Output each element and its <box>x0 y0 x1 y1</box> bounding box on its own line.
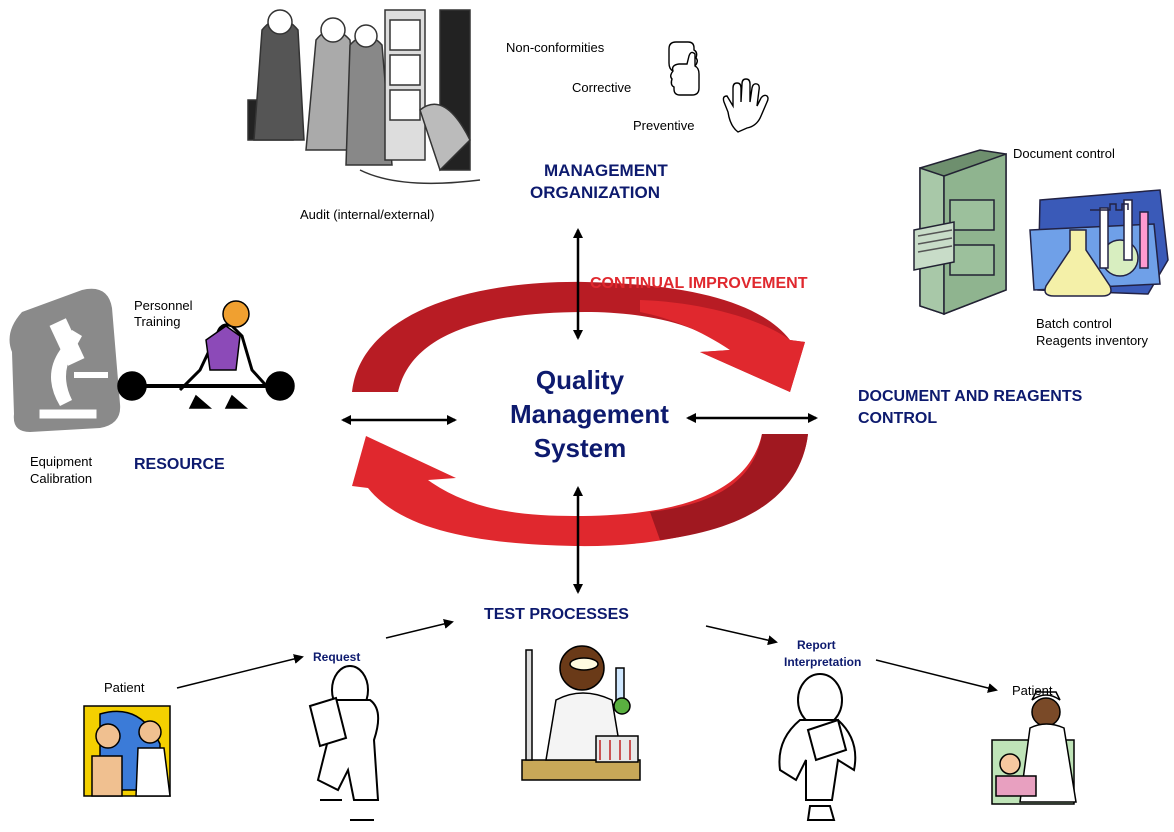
qms-title-line-3: System <box>533 433 627 463</box>
corrective-label: Corrective <box>572 80 632 95</box>
training-label: Training <box>134 314 181 329</box>
weightlifter-icon <box>117 300 295 409</box>
arrow-request-test <box>385 619 454 639</box>
microscope-icon <box>9 288 121 432</box>
patient-right-label: Patient <box>1012 683 1053 698</box>
open-hand-icon <box>722 78 769 133</box>
cycle-arrow-bottom <box>352 434 808 547</box>
interpretation-label: Interpretation <box>784 655 862 669</box>
batch-control-label: Batch control <box>1036 316 1112 331</box>
calibration-label: Calibration <box>30 471 93 486</box>
arrow-test-report <box>705 625 778 646</box>
audit-label: Audit (internal/external) <box>300 207 435 222</box>
reagents-inventory-label: Reagents inventory <box>1036 333 1149 348</box>
thumbs-up-icon <box>670 51 700 96</box>
request-label: Request <box>313 650 361 664</box>
nurse-patient-icon <box>991 691 1077 805</box>
audit-cartoon: AUDIT <box>247 9 481 185</box>
preventive-label: Preventive <box>633 118 695 133</box>
personnel-label: Personnel <box>134 298 193 313</box>
qms-title: Quality Management System <box>510 363 669 465</box>
document-heading-line-1: DOCUMENT AND REAGENTS <box>858 388 1083 405</box>
doctor-report-icon <box>778 673 857 821</box>
document-heading: DOCUMENT AND REAGENTS CONTROL <box>858 386 1082 430</box>
patient-left-label: Patient <box>104 680 145 695</box>
management-heading: MANAGEMENT ORGANIZATION <box>530 160 668 204</box>
document-heading-line-2: CONTROL <box>858 410 938 427</box>
cycle-arrow-top <box>352 281 805 392</box>
arrow-patient-request <box>176 654 304 689</box>
nonconformities-label: Non-conformities <box>506 40 605 55</box>
lab-flasks-icon <box>1029 189 1169 297</box>
document-control-label: Document control <box>1013 146 1115 161</box>
arrow-report-patient <box>875 659 998 693</box>
management-heading-line-1: MANAGEMENT <box>544 161 668 180</box>
filing-cabinet-icon <box>913 149 1007 316</box>
qms-title-line-2: Management <box>510 399 669 429</box>
equipment-label: Equipment <box>30 454 93 469</box>
qms-title-line-1: Quality <box>535 365 625 395</box>
doctor-request-icon <box>308 665 380 821</box>
test-processes-heading: TEST PROCESSES <box>484 606 629 623</box>
doctor-patient-icon <box>83 705 171 797</box>
management-heading-line-2: ORGANIZATION <box>530 183 661 202</box>
lab-scientist-icon <box>521 645 641 781</box>
report-label: Report <box>797 638 836 652</box>
resource-heading: RESOURCE <box>134 456 225 473</box>
continual-improvement-label: CONTINUAL IMPROVEMENT <box>590 275 808 292</box>
